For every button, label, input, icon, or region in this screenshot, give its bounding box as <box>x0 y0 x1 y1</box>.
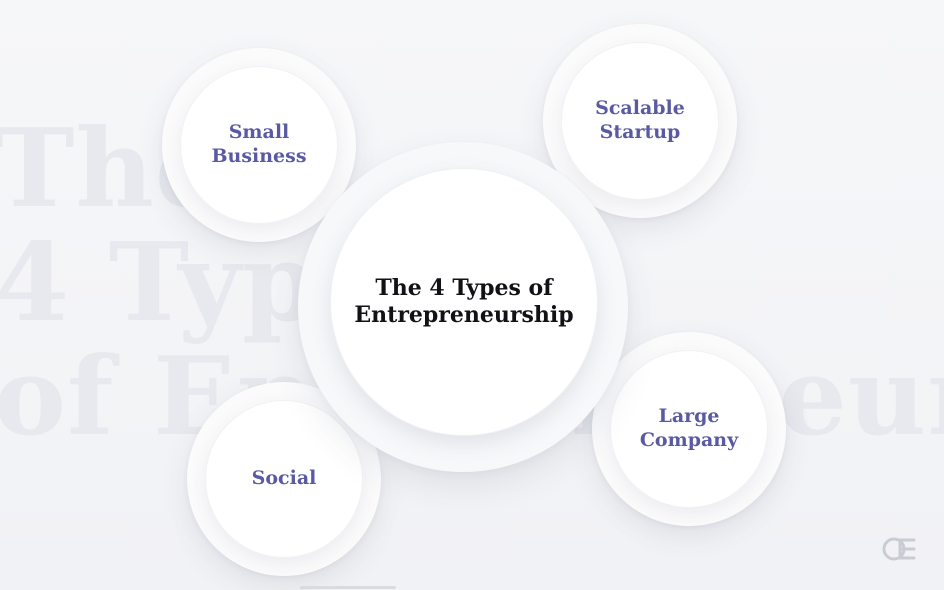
large-company-label: Large Company <box>639 405 739 451</box>
scalable-startup-label: Scalable Startup <box>595 97 685 143</box>
small-business-label: Small Business <box>211 121 307 167</box>
small-business-inner-circle: Small Business <box>180 66 338 224</box>
small-business-circle: Small Business <box>162 48 356 242</box>
scalable-startup-circle: Scalable Startup <box>543 24 737 218</box>
social-inner-circle: Social <box>205 400 363 558</box>
social-circle: Social <box>187 382 381 576</box>
brand-logo-icon <box>882 534 918 564</box>
center-title: The 4 Types of Entrepreneurship <box>354 274 574 329</box>
large-company-inner-circle: Large Company <box>610 350 768 508</box>
social-label: Social <box>251 467 317 490</box>
large-company-circle: Large Company <box>592 332 786 526</box>
scalable-startup-inner-circle: Scalable Startup <box>561 42 719 200</box>
center-inner-circle: The 4 Types of Entrepreneurship <box>330 168 598 436</box>
center-circle: The 4 Types of Entrepreneurship <box>298 142 628 472</box>
bottom-divider <box>300 586 396 589</box>
